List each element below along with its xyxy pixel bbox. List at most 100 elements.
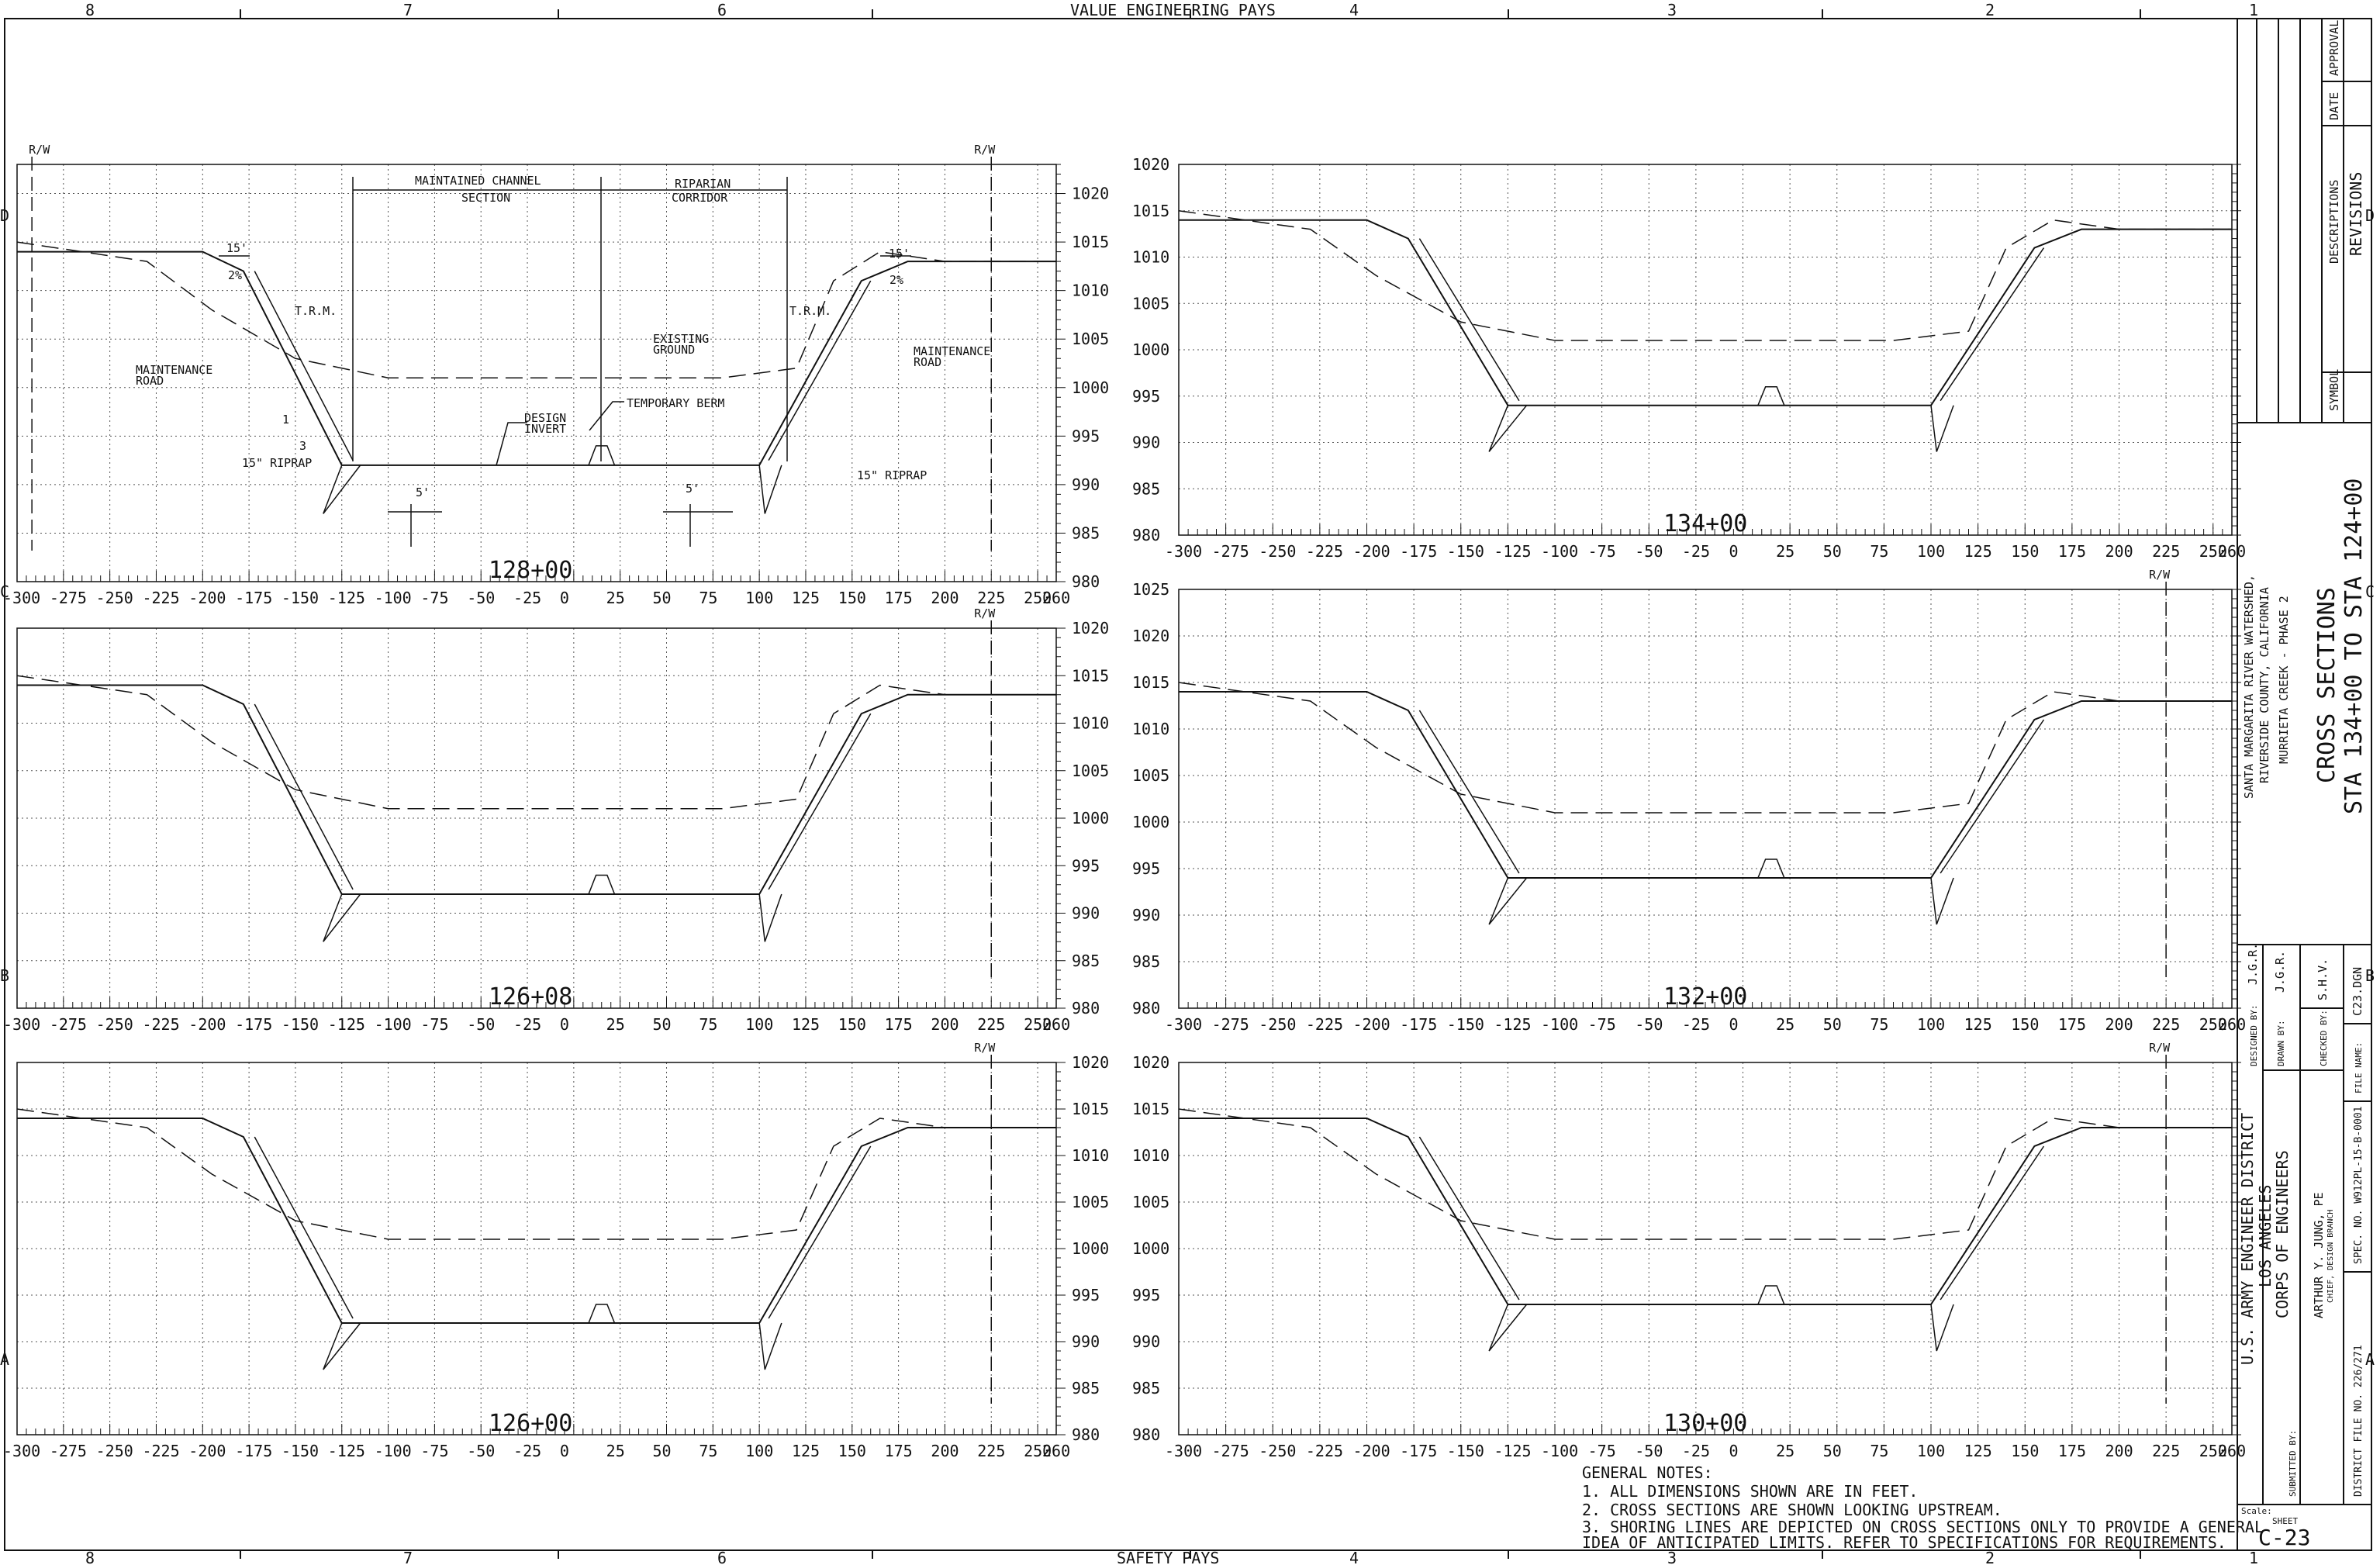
x-tick-label: -300 (3, 1442, 40, 1460)
maintenance-road-right-2: ROAD (914, 355, 941, 369)
x-tick-label: -275 (1212, 1015, 1249, 1034)
design-section-line (1179, 691, 2232, 879)
right-of-way-label: R/W (2149, 568, 2171, 582)
row-marker: C (0, 582, 9, 601)
y-tick-label: 990 (1072, 1332, 1100, 1351)
x-tick-label: -125 (328, 1015, 365, 1034)
y-tick-label: 1020 (1072, 1053, 1109, 1072)
station-label: 126+00 (489, 1410, 572, 1437)
x-tick-label: 0 (1729, 1442, 1739, 1460)
right-of-way-label: R/W (974, 143, 996, 157)
y-tick-label: 1010 (1132, 248, 1169, 267)
x-tick-label: -50 (1635, 1015, 1663, 1034)
right-of-way-label: R/W (2149, 1041, 2171, 1055)
x-tick-label: -225 (1306, 542, 1343, 561)
depth-5-left: 5' (416, 485, 430, 499)
column-marker: 3 (1667, 1549, 1677, 1565)
maintenance-road-left-1: MAINTENANCE (136, 363, 212, 377)
riprap-line (768, 713, 872, 890)
x-tick-label: -225 (142, 1442, 179, 1460)
x-tick-label: 75 (1870, 1015, 1888, 1034)
section-annotation-labels: MAINTAINED CHANNEL SECTION RIPARIAN CORR… (136, 174, 990, 499)
x-tick-label: 50 (653, 1015, 672, 1034)
x-tick-label: 260 (1042, 589, 1070, 607)
x-tick-label: -300 (3, 589, 40, 607)
agency-line-1: U.S. ARMY ENGINEER DISTRICT (2238, 1113, 2257, 1365)
x-tick-label: -125 (328, 589, 365, 607)
y-tick-label: 1015 (1132, 1100, 1169, 1118)
cross-section-panel: -300-275-250-225-200-175-150-125-100-75-… (1132, 1041, 2246, 1460)
toe-trench (323, 465, 361, 514)
x-tick-label: 50 (1823, 1442, 1842, 1460)
checked-by-label: CHECKED BY: (2319, 1010, 2329, 1066)
trm-left-label: T.R.M. (295, 304, 337, 318)
toe-trench (758, 1322, 782, 1370)
column-marker: 7 (403, 1, 413, 19)
y-tick-label: 1005 (1072, 762, 1109, 780)
temporary-berm-label: TEMPORARY BERM (627, 396, 724, 410)
x-tick-label: -250 (1259, 542, 1296, 561)
x-tick-label: -150 (1447, 1015, 1484, 1034)
x-tick-label: -300 (1165, 1442, 1202, 1460)
x-tick-label: -200 (188, 1442, 226, 1460)
y-tick-label: 1020 (1072, 619, 1109, 637)
maintained-channel-label-1: MAINTAINED CHANNEL (415, 174, 541, 188)
y-tick-label: 1020 (1132, 1053, 1169, 1072)
x-tick-label: 225 (2152, 542, 2180, 561)
y-tick-label: 1005 (1072, 1193, 1109, 1211)
x-tick-label: -250 (96, 589, 133, 607)
x-tick-label: -100 (1541, 542, 1578, 561)
agency-line-2: LOS ANGELES (2256, 1185, 2275, 1287)
riprap-line (1418, 238, 1520, 402)
x-tick-label: 260 (2218, 1015, 2246, 1034)
x-tick-label: -25 (1682, 1442, 1710, 1460)
section-annotations (219, 177, 911, 547)
x-tick-label: 25 (1776, 542, 1794, 561)
x-tick-label: 0 (560, 1442, 569, 1460)
x-tick-label: 100 (1917, 1442, 1945, 1460)
x-tick-label: -75 (1588, 1442, 1616, 1460)
x-tick-label: -75 (420, 589, 448, 607)
design-section-line (1179, 219, 2232, 406)
x-tick-label: 175 (885, 1015, 913, 1034)
x-tick-label: -100 (1541, 1015, 1578, 1034)
y-tick-label: 995 (1132, 859, 1160, 878)
x-tick-label: 125 (792, 1442, 820, 1460)
x-tick-label: 100 (1917, 1015, 1945, 1034)
general-note-2: 2. CROSS SECTIONS ARE SHOWN LOOKING UPST… (1582, 1501, 2002, 1519)
submitted-by-label: SUBMITTED BY: (2288, 1430, 2298, 1497)
engineer-title: CHIEF, DESIGN BRANCH (2326, 1210, 2335, 1303)
x-tick-label: -200 (188, 1015, 226, 1034)
column-marker: 1 (2249, 1, 2258, 19)
x-tick-label: -250 (1259, 1015, 1296, 1034)
x-tick-label: 225 (2152, 1442, 2180, 1460)
design-invert-label-2: INVERT (524, 422, 566, 436)
row-marker: C (2365, 582, 2375, 601)
width-15-left: 15' (226, 241, 247, 255)
temporary-berm (1757, 386, 1785, 406)
x-tick-label: 75 (1870, 542, 1888, 561)
x-tick-label: -175 (1400, 542, 1437, 561)
existing-ground-line (1178, 682, 2232, 814)
slope-2pct-left: 2% (228, 268, 242, 282)
row-marker: B (0, 966, 9, 985)
y-tick-label: 995 (1072, 427, 1100, 445)
x-tick-label: 150 (2011, 542, 2039, 561)
y-tick-label: 985 (1132, 952, 1160, 971)
x-tick-label: 175 (2058, 542, 2086, 561)
y-tick-label: 985 (1072, 952, 1100, 970)
toe-trench (323, 1322, 361, 1370)
column-marker: 4 (1349, 1549, 1359, 1565)
station-label: 134+00 (1663, 510, 1747, 537)
x-tick-label: -175 (1400, 1442, 1437, 1460)
toe-trench (758, 893, 782, 942)
x-tick-label: 225 (2152, 1015, 2180, 1034)
x-tick-label: 0 (1729, 542, 1739, 561)
x-tick-label: 75 (699, 1442, 717, 1460)
x-tick-label: 75 (699, 589, 717, 607)
x-tick-label: 260 (2218, 1442, 2246, 1460)
x-tick-label: 125 (792, 589, 820, 607)
x-tick-label: 175 (885, 1442, 913, 1460)
y-tick-label: 1000 (1132, 813, 1169, 831)
